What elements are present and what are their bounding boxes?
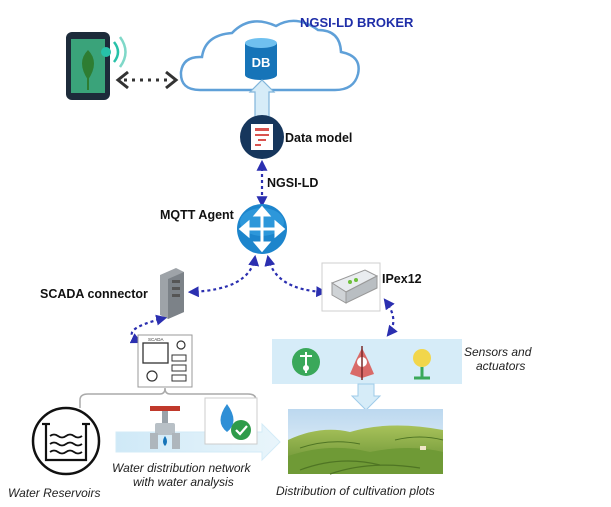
ipex-label: IPex12 xyxy=(382,272,422,286)
cloud-broker[interactable]: DB xyxy=(179,19,360,92)
mqtt-ipex-link xyxy=(264,254,328,298)
network-label-line1: Water distribution network xyxy=(112,461,252,475)
phone-app-icon[interactable] xyxy=(66,32,127,100)
scada-small-text: SCADA xyxy=(148,337,164,342)
mqtt-agent-label: MQTT Agent xyxy=(160,208,235,222)
connector-scada-link xyxy=(129,314,168,344)
sensors-label-line1: Sensors and xyxy=(464,345,532,359)
network-label-line2: with water analysis xyxy=(133,475,234,489)
ipex-sensors-link xyxy=(383,298,398,337)
sensors-label-line2: actuators xyxy=(476,359,525,373)
field-landscape[interactable] xyxy=(288,409,444,475)
upload-arrow xyxy=(248,79,276,119)
scada-computer-icon[interactable]: SCADA xyxy=(137,334,193,388)
reservoirs-label: Water Reservoirs xyxy=(8,486,100,500)
reservoir-icon[interactable] xyxy=(31,406,101,476)
water-drop-icon xyxy=(204,397,258,445)
scada-connector-icon[interactable] xyxy=(160,268,184,319)
database-icon: DB xyxy=(245,38,277,80)
data-model-label: Data model xyxy=(285,131,352,145)
router-icon[interactable] xyxy=(237,204,287,254)
phone-cloud-link xyxy=(115,70,179,90)
mqtt-scada-link xyxy=(187,254,260,298)
scada-connector-label: SCADA connector xyxy=(40,287,148,301)
sensor-icons xyxy=(292,346,431,380)
sensors-field-arrow xyxy=(350,383,382,411)
plots-label: Distribution of cultivation plots xyxy=(276,484,435,498)
data-model-icon[interactable] xyxy=(240,115,284,159)
valve-icon xyxy=(150,406,180,449)
scada-bracket xyxy=(79,387,257,408)
db-text: DB xyxy=(252,55,271,70)
ngsi-ld-label: NGSI-LD xyxy=(267,176,318,190)
ipex-gateway-icon[interactable] xyxy=(321,262,381,312)
broker-title: NGSI-LD BROKER xyxy=(300,15,414,30)
